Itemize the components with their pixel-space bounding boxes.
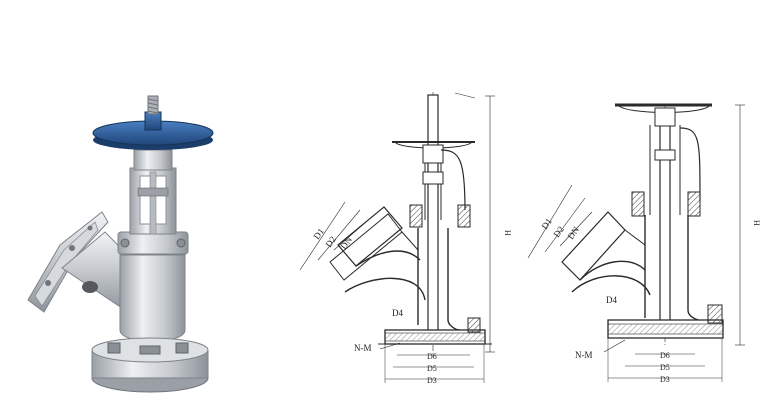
drawing-right — [527, 103, 745, 382]
bottom-flange — [91, 337, 209, 393]
handwheel — [92, 111, 214, 150]
drawing-left-labels: D1 D2 DN D4 N-M D6 D5 D3 H — [311, 226, 512, 385]
label-d6-right: D6 — [660, 351, 670, 360]
label-dn-right: DN — [565, 224, 581, 241]
threaded-stem — [147, 95, 159, 115]
label-d5-left: D5 — [427, 364, 437, 373]
valve-photo — [27, 95, 214, 393]
label-d4-right: D4 — [606, 295, 617, 305]
drawing-right-labels: D1 D2 DN D4 N-M D6 D5 D3 H — [539, 216, 761, 384]
label-d3-left: D3 — [427, 376, 437, 385]
label-d5-right: D5 — [660, 363, 670, 372]
label-d4-left: D4 — [392, 308, 403, 318]
label-d1-left: D1 — [311, 226, 326, 241]
label-d6-left: D6 — [427, 352, 437, 361]
valve-yoke — [129, 149, 177, 235]
label-h-right: H — [752, 220, 761, 226]
label-d2-left: D2 — [323, 234, 338, 249]
valve-body — [117, 231, 189, 342]
drawing-left — [299, 92, 495, 383]
label-h-left: H — [503, 230, 512, 236]
label-d3-right: D3 — [660, 375, 670, 384]
label-nm-right: N-M — [575, 350, 593, 360]
label-nm-left: N-M — [354, 343, 372, 353]
